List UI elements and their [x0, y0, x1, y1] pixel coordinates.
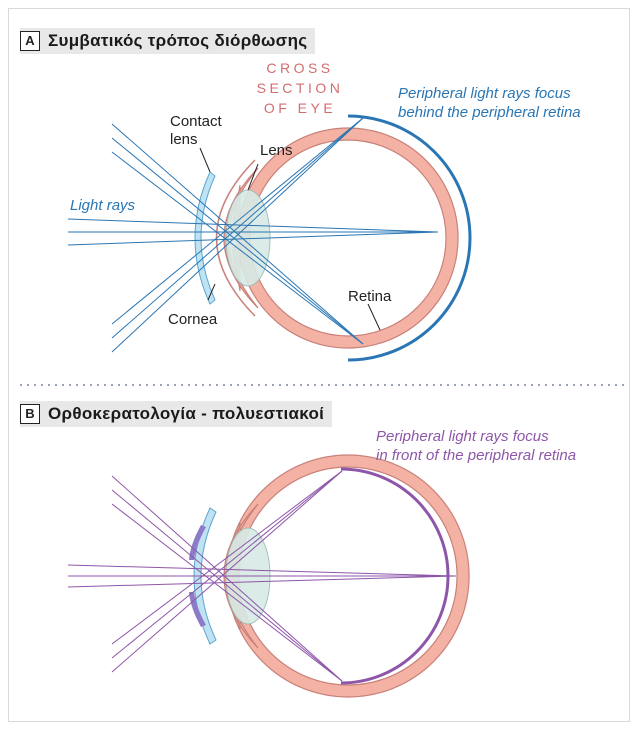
- focus-behind-line1: Peripheral light rays focus: [398, 84, 626, 103]
- focus-front-label: Peripheral light rays focus in front of …: [376, 427, 626, 465]
- light-rays-label: Light rays: [70, 196, 135, 215]
- panel-a-title: Συμβατικός τρόπος διόρθωσης: [48, 31, 307, 51]
- focus-behind-label: Peripheral light rays focus behind the p…: [398, 84, 626, 122]
- cornea-label: Cornea: [168, 311, 217, 329]
- retina-leader: [368, 304, 380, 330]
- focus-behind-line2: behind the peripheral retina: [398, 103, 626, 122]
- contact-lens: [195, 172, 215, 304]
- cross-section-line2: OF EYE: [220, 98, 380, 118]
- cross-section-line1: CROSS SECTION: [220, 58, 380, 98]
- contact-lens-label: Contact lens: [170, 113, 222, 149]
- lens-label: Lens: [260, 142, 293, 160]
- panel-b-header: B Ορθοκερατολογία - πολυεστιακοί: [20, 401, 332, 427]
- focus-front-line2: in front of the peripheral retina: [376, 446, 626, 465]
- contact-lens-line1: Contact: [170, 113, 222, 131]
- panel-b-title: Ορθοκερατολογία - πολυεστιακοί: [48, 404, 324, 424]
- panel-a-header: A Συμβατικός τρόπος διόρθωσης: [20, 28, 315, 54]
- panel-b-eye: [68, 455, 469, 697]
- contact-lens-leader: [200, 148, 210, 172]
- panel-b-letter: B: [20, 404, 40, 424]
- contact-lens-line2: lens: [170, 131, 222, 149]
- retina-label: Retina: [348, 288, 391, 306]
- panel-a-letter: A: [20, 31, 40, 51]
- focus-front-line1: Peripheral light rays focus: [376, 427, 626, 446]
- cross-section-label: CROSS SECTION OF EYE: [220, 58, 380, 118]
